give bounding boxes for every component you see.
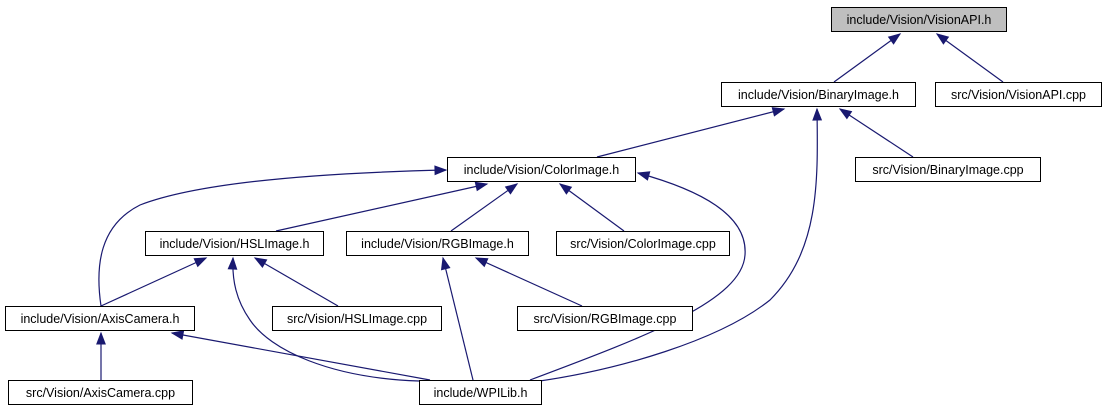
arrowhead	[838, 108, 853, 120]
arrowhead	[474, 181, 489, 192]
edge-visionapi_cpp-to-visionapi_h	[935, 33, 1004, 83]
edge-binaryimage_h-to-visionapi_h	[833, 33, 902, 83]
edge-line	[475, 257, 583, 307]
node-box[interactable]	[721, 82, 916, 107]
arrowhead	[434, 165, 448, 176]
node-label: include/Vision/AxisCamera.h	[21, 312, 180, 326]
edges-layer	[96, 33, 1004, 383]
arrowhead	[504, 183, 519, 195]
arrowhead	[474, 257, 489, 268]
node-rgbimage-cpp[interactable]: src/Vision/RGBImage.cpp	[517, 306, 693, 331]
node-box[interactable]	[8, 380, 193, 405]
arrowhead	[935, 33, 950, 45]
arrowhead	[440, 256, 451, 271]
node-box[interactable]	[517, 306, 693, 331]
node-label: src/Vision/RGBImage.cpp	[534, 312, 677, 326]
edge-line	[596, 108, 785, 158]
edge-line	[98, 169, 447, 307]
node-label: include/Vision/HSLImage.h	[160, 237, 310, 251]
edge-line	[532, 108, 818, 383]
node-box[interactable]	[272, 306, 442, 331]
edge-colorimage_cpp-to-colorimage_h	[558, 183, 625, 232]
edge-wpilib_h-to-rgbimage_h	[440, 256, 474, 381]
edge-line	[833, 33, 901, 83]
node-axiscamera-h[interactable]: include/Vision/AxisCamera.h	[5, 306, 195, 331]
edge-rgbimage_h-to-colorimage_h	[450, 183, 519, 232]
node-box[interactable]	[935, 82, 1102, 107]
edge-colorimage_h-to-binaryimage_h	[596, 107, 786, 158]
node-label: include/Vision/ColorImage.h	[464, 163, 619, 177]
arrowhead	[96, 331, 106, 345]
node-binaryimage-h[interactable]: include/Vision/BinaryImage.h	[721, 82, 916, 107]
arrowhead	[227, 256, 238, 270]
edge-hslimage_cpp-to-hslimage_h	[253, 257, 339, 307]
node-hslimage-cpp[interactable]: src/Vision/HSLImage.cpp	[272, 306, 442, 331]
edge-line	[529, 172, 746, 381]
node-hslimage-h[interactable]: include/Vision/HSLImage.h	[145, 231, 324, 256]
edge-line	[275, 183, 488, 232]
edge-axiscamera_h-to-hslimage_h	[100, 257, 208, 307]
arrowhead	[887, 33, 902, 45]
edge-line	[936, 33, 1004, 83]
node-label: include/Vision/RGBImage.h	[361, 237, 514, 251]
arrowhead	[558, 183, 573, 195]
node-label: src/Vision/HSLImage.cpp	[287, 312, 427, 326]
edge-line	[450, 183, 518, 232]
node-rgbimage-h[interactable]: include/Vision/RGBImage.h	[346, 231, 529, 256]
node-binaryimage-cpp[interactable]: src/Vision/BinaryImage.cpp	[855, 157, 1041, 182]
edge-line	[442, 257, 474, 381]
node-label: include/Vision/VisionAPI.h	[847, 13, 992, 27]
edge-axiscamera_h-to-colorimage_h	[98, 165, 448, 307]
edge-axiscamera_cpp-to-axiscamera_h	[96, 331, 106, 380]
edge-wpilib_h-to-binaryimage_h	[532, 107, 823, 383]
arrowhead	[170, 330, 185, 340]
node-box[interactable]	[5, 306, 195, 331]
node-box[interactable]	[855, 157, 1041, 182]
node-colorimage-cpp[interactable]: src/Vision/ColorImage.cpp	[556, 231, 730, 256]
arrowhead	[771, 107, 786, 117]
node-label: src/Vision/BinaryImage.cpp	[872, 163, 1023, 177]
node-visionapi-h[interactable]: include/Vision/VisionAPI.h	[831, 7, 1007, 32]
nodes-layer: include/Vision/VisionAPI.h include/Vision…	[5, 7, 1102, 405]
node-box[interactable]	[346, 231, 529, 256]
arrowhead	[193, 257, 208, 268]
node-box[interactable]	[419, 380, 542, 405]
arrowhead	[253, 257, 268, 269]
edge-hslimage_h-to-colorimage_h	[275, 181, 489, 232]
edge-wpilib_h-to-axiscamera_h	[170, 330, 431, 381]
node-box[interactable]	[831, 7, 1007, 32]
node-axiscamera-cpp[interactable]: src/Vision/AxisCamera.cpp	[8, 380, 193, 405]
edge-rgbimage_cpp-to-rgbimage_h	[474, 257, 583, 307]
node-label: src/Vision/VisionAPI.cpp	[951, 88, 1086, 102]
edge-wpilib_h-to-colorimage_h	[529, 171, 746, 381]
arrowhead	[636, 171, 651, 181]
node-box[interactable]	[145, 231, 324, 256]
node-visionapi-cpp[interactable]: src/Vision/VisionAPI.cpp	[935, 82, 1102, 107]
node-label: src/Vision/AxisCamera.cpp	[26, 386, 175, 400]
node-colorimage-h[interactable]: include/Vision/ColorImage.h	[447, 157, 636, 182]
node-wpilib-h[interactable]: include/WPILib.h	[419, 380, 542, 405]
edge-line	[100, 257, 207, 307]
node-label: include/Vision/BinaryImage.h	[738, 88, 899, 102]
node-label: src/Vision/ColorImage.cpp	[570, 237, 716, 251]
edge-binaryimage_cpp-to-binaryimage_h	[838, 108, 914, 158]
edge-line	[839, 108, 914, 158]
edge-line	[171, 332, 431, 381]
node-box[interactable]	[447, 157, 636, 182]
edge-line	[232, 257, 420, 382]
edge-line	[254, 257, 339, 307]
arrowhead	[812, 107, 823, 121]
edge-line	[559, 183, 625, 232]
node-box[interactable]	[556, 231, 730, 256]
edge-wpilib_h-to-hslimage_h	[227, 256, 420, 382]
node-label: include/WPILib.h	[434, 386, 528, 400]
